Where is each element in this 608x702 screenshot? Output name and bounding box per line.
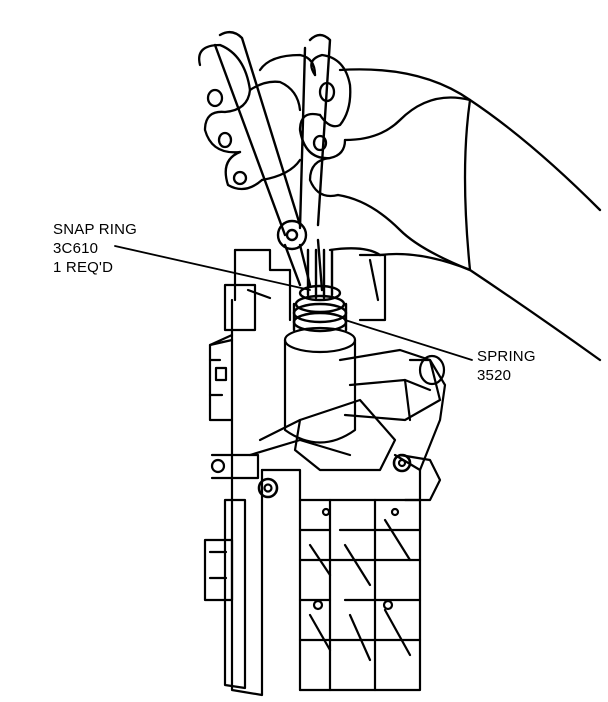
snap-ring-part-number: 3C610 xyxy=(53,240,99,257)
snap-ring-leader-line xyxy=(114,245,311,291)
shifter-housing xyxy=(203,298,447,697)
spring xyxy=(292,294,348,333)
spring-label: SPRING xyxy=(477,348,536,365)
spring-callout: SPRING 3520 xyxy=(477,347,536,385)
spring-leader-line xyxy=(344,319,473,361)
leader-lines xyxy=(114,245,473,361)
hand xyxy=(198,43,602,362)
snap-ring-callout: SNAP RING 3C610 1 REQ'D xyxy=(53,220,137,277)
snap-ring-label: SNAP RING xyxy=(53,221,138,238)
snap-ring-quantity: 1 REQ'D xyxy=(53,259,114,276)
shift-tower xyxy=(208,248,446,472)
spring-part-number: 3520 xyxy=(477,367,512,384)
